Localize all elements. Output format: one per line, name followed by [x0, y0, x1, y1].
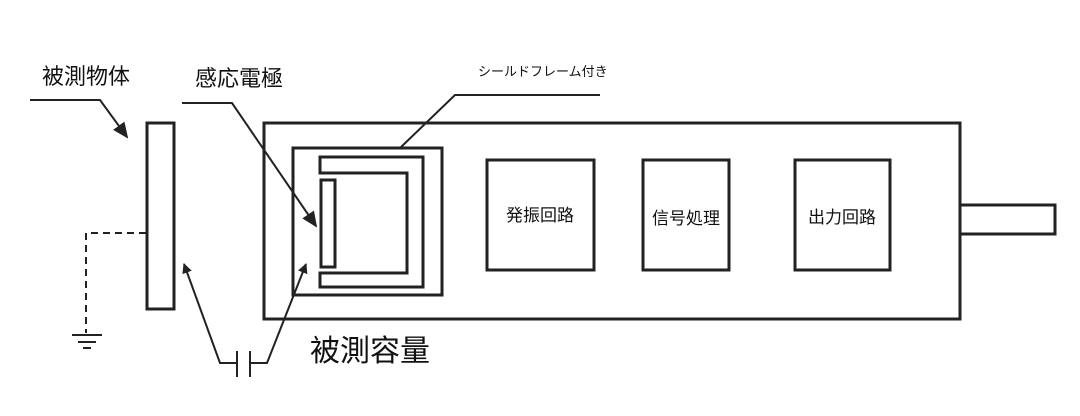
shield-frame	[291, 146, 444, 297]
cable-connector	[958, 203, 1057, 236]
shield-frame-leader	[399, 94, 600, 149]
sensing-electrode	[319, 178, 337, 269]
ground-wire	[85, 232, 146, 333]
sensing-electrode-leader-arrow	[182, 102, 318, 228]
block-output-label: 出力回路	[808, 208, 876, 228]
target-object-leader-arrow	[30, 99, 129, 139]
capacitance-arrow-left	[182, 263, 237, 364]
target-object-label: 被測物体	[42, 65, 130, 90]
block-oscillator: 発振回路	[485, 158, 596, 272]
shield-frame-label: シールドフレーム付き	[478, 65, 608, 80]
target-object-plate	[145, 121, 176, 311]
capacitance-arrow-right	[250, 263, 308, 364]
block-signal-processing-label: 信号処理	[652, 209, 720, 229]
electrode-shield	[318, 155, 425, 289]
block-output: 出力回路	[793, 158, 892, 272]
sensing-electrode-label: 感応電極	[195, 67, 283, 92]
ground-icon	[72, 334, 102, 349]
capacitor-icon	[236, 351, 251, 377]
block-oscillator-label: 発振回路	[506, 206, 574, 226]
block-signal-processing: 信号処理	[641, 158, 731, 272]
measured-capacitance-label: 被測容量	[310, 334, 430, 369]
